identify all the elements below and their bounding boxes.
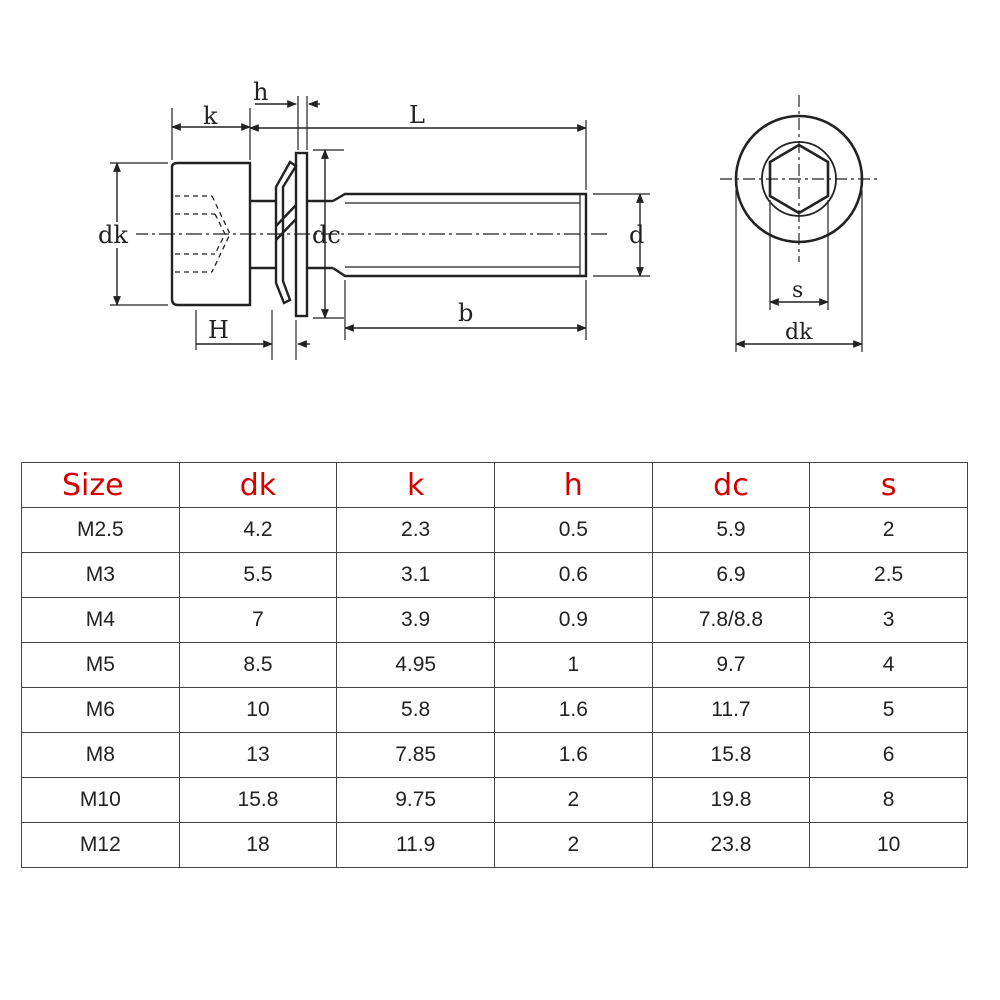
table-cell: 4.2 <box>178 507 338 553</box>
table-cell: 2 <box>493 822 653 868</box>
dim-label-k: k <box>203 102 218 130</box>
table-cell: 3 <box>809 597 968 643</box>
dim-label-d: d <box>629 221 644 249</box>
table-cell: 23.8 <box>651 822 811 868</box>
table-cell: 15.8 <box>178 777 338 823</box>
dim-label-b: b <box>458 299 473 327</box>
header-size: Size <box>21 462 180 508</box>
table-header-row: Size dk k h dc s <box>21 462 968 508</box>
table-cell: 10 <box>178 687 338 733</box>
dim-label-end-dk: dk <box>785 320 813 345</box>
table-cell: 3.9 <box>336 597 495 643</box>
table-cell: 15.8 <box>651 732 811 778</box>
header-dk: dk <box>178 462 338 508</box>
table-cell: 0.5 <box>493 507 653 553</box>
table-cell: 9.7 <box>651 642 811 688</box>
spring-washer <box>274 160 298 305</box>
table-cell: 7.8/8.8 <box>651 597 811 643</box>
table-cell: 2.5 <box>809 552 968 598</box>
table-cell: 2 <box>809 507 968 553</box>
dim-label-L: L <box>409 101 425 129</box>
table-cell: M12 <box>21 822 180 868</box>
header-k: k <box>336 462 495 508</box>
table-cell: 7 <box>178 597 338 643</box>
table-cell: M3 <box>21 552 180 598</box>
table-cell: M8 <box>21 732 180 778</box>
table-cell: 8.5 <box>178 642 338 688</box>
table-cell: 8 <box>809 777 968 823</box>
screw-side-view <box>170 151 588 318</box>
table-cell: 2 <box>493 777 653 823</box>
header-h: h <box>493 462 653 508</box>
screw-end-view <box>720 95 880 352</box>
dim-label-dk-text: dk <box>98 221 128 249</box>
header-s: s <box>809 462 968 508</box>
table-cell: 4.95 <box>336 642 495 688</box>
table-cell: 13 <box>178 732 338 778</box>
table-cell: 9.75 <box>336 777 495 823</box>
screw-head <box>170 161 252 307</box>
table-cell: M2.5 <box>21 507 180 553</box>
table-cell: 4 <box>809 642 968 688</box>
table-cell: 11.9 <box>336 822 495 868</box>
table-cell: 5.9 <box>651 507 811 553</box>
table-cell: 3.1 <box>336 552 495 598</box>
dim-label-s: s <box>792 278 803 303</box>
table-cell: M5 <box>21 642 180 688</box>
table-cell: 18 <box>178 822 338 868</box>
table-cell: 10 <box>809 822 968 868</box>
table-cell: M4 <box>21 597 180 643</box>
table-cell: 0.6 <box>493 552 653 598</box>
table-cell: 6.9 <box>651 552 811 598</box>
table-cell: 5.5 <box>178 552 338 598</box>
dim-label-h: h <box>253 78 268 106</box>
table-cell: 19.8 <box>651 777 811 823</box>
table-cell: 11.7 <box>651 687 811 733</box>
dim-label-dc: dc <box>312 221 341 249</box>
header-dc: dc <box>651 462 811 508</box>
table-cell: 7.85 <box>336 732 495 778</box>
table-cell: 6 <box>809 732 968 778</box>
dim-label-H: H <box>208 316 229 344</box>
table-cell: 1.6 <box>493 687 653 733</box>
table-cell: M10 <box>21 777 180 823</box>
threaded-shaft <box>332 192 588 278</box>
table-cell: 0.9 <box>493 597 653 643</box>
table-cell: M6 <box>21 687 180 733</box>
table-cell: 5 <box>809 687 968 733</box>
table-cell: 1.6 <box>493 732 653 778</box>
table-cell: 2.3 <box>336 507 495 553</box>
screw-technical-drawing: k h L dk dc d H b dk s dk <box>96 78 880 360</box>
table-cell: 5.8 <box>336 687 495 733</box>
table-cell: 1 <box>493 642 653 688</box>
